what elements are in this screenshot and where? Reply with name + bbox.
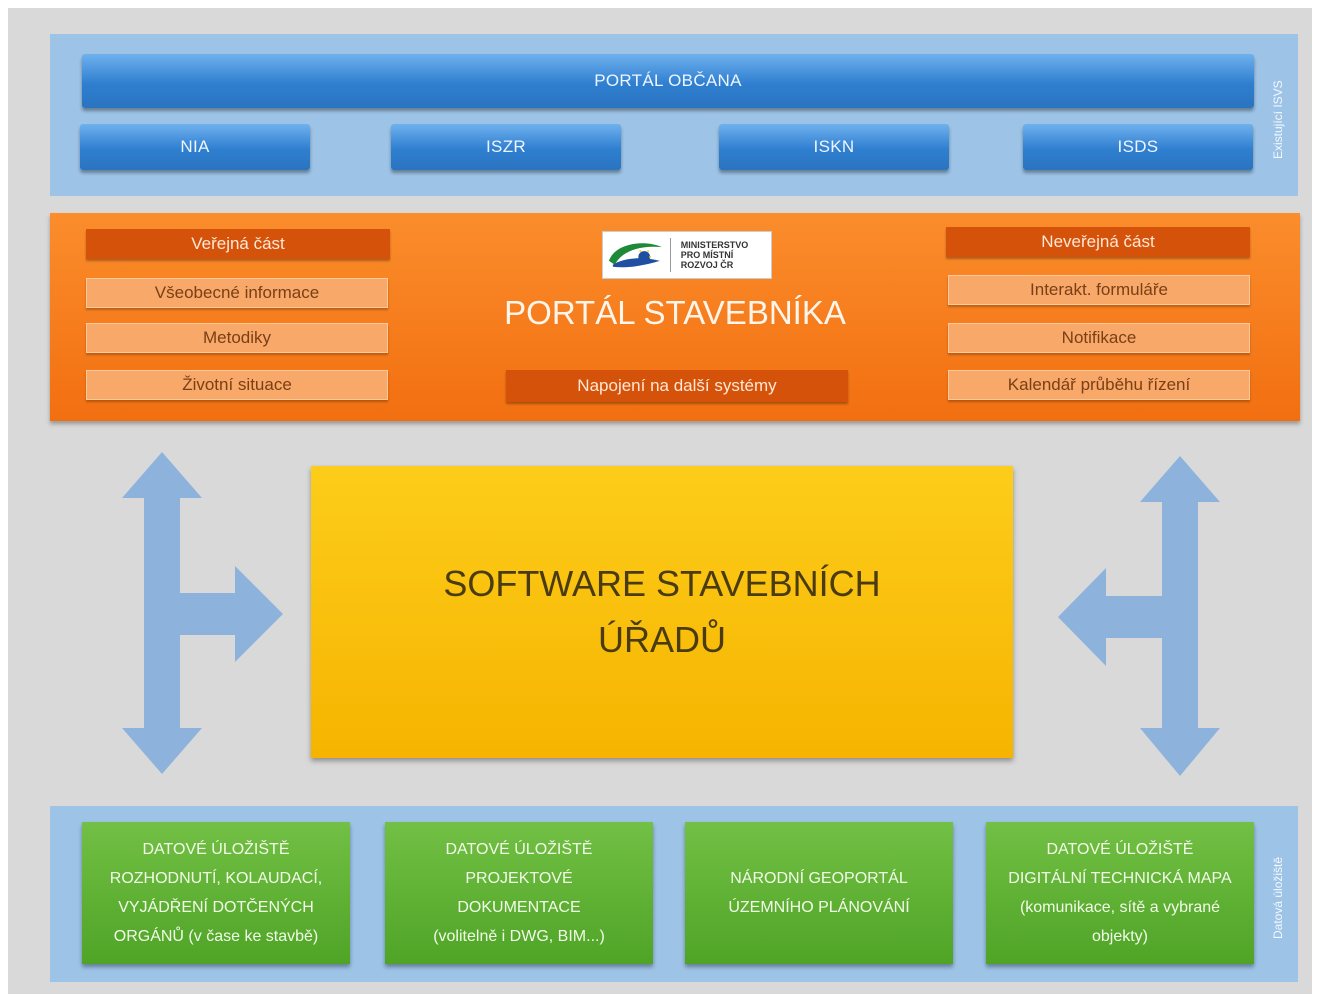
- core-title-line2: ÚŘADŮ: [597, 619, 726, 660]
- system-isds: ISDS: [1023, 124, 1253, 170]
- portal-stavebnika-title: PORTÁL STAVEBNÍKA: [504, 294, 846, 331]
- system-nia: NIA: [80, 124, 310, 170]
- nonpublic-item-notifications: Notifikace: [948, 323, 1250, 353]
- nonpublic-item-forms: Interakt. formuláře: [948, 275, 1250, 305]
- public-item-general-info: Všeobecné informace: [86, 278, 388, 308]
- system-iskn: ISKN: [719, 124, 949, 170]
- connection-other-systems: Napojení na další systémy: [506, 370, 848, 402]
- portal-obcana-bar: PORTÁL OBČANA: [82, 54, 1254, 108]
- public-part-header: Veřejná část: [86, 229, 390, 259]
- storage-technical-map: DATOVÉ ÚLOŽIŠTĚ DIGITÁLNÍ TECHNICKÁ MAPA…: [986, 822, 1254, 964]
- storage-project-docs: DATOVÉ ÚLOŽIŠTĚ PROJEKTOVÉ DOKUMENTACE (…: [385, 822, 653, 964]
- core-title-line1: SOFTWARE STAVEBNÍCH: [443, 563, 881, 604]
- ministry-logo: MINISTERSTVO PRO MÍSTNÍ ROZVOJ ČR: [602, 231, 772, 279]
- storage-geoportal: NÁRODNÍ GEOPORTÁL ÚZEMNÍHO PLÁNOVÁNÍ: [685, 822, 953, 964]
- software-stavebnich-uradu-box: SOFTWARE STAVEBNÍCH ÚŘADŮ: [311, 466, 1013, 758]
- ministry-logo-text: MINISTERSTVO PRO MÍSTNÍ ROZVOJ ČR: [680, 240, 749, 270]
- right-bidirectional-arrow: [1058, 456, 1220, 776]
- system-iszr: ISZR: [391, 124, 621, 170]
- left-bidirectional-arrow: [122, 452, 283, 774]
- nonpublic-part-header: Neveřejná část: [946, 227, 1250, 257]
- storage-decisions: DATOVÉ ÚLOŽIŠTĚ ROZHODNUTÍ, KOLAUDACÍ, V…: [82, 822, 350, 964]
- public-item-life-situations: Životní situace: [86, 370, 388, 400]
- nonpublic-item-calendar: Kalendář průběhu řízení: [948, 370, 1250, 400]
- public-item-methodologies: Metodiky: [86, 323, 388, 353]
- data-storage-label: Datová úložiště: [1271, 856, 1285, 940]
- ministry-emblem-icon: [608, 243, 662, 268]
